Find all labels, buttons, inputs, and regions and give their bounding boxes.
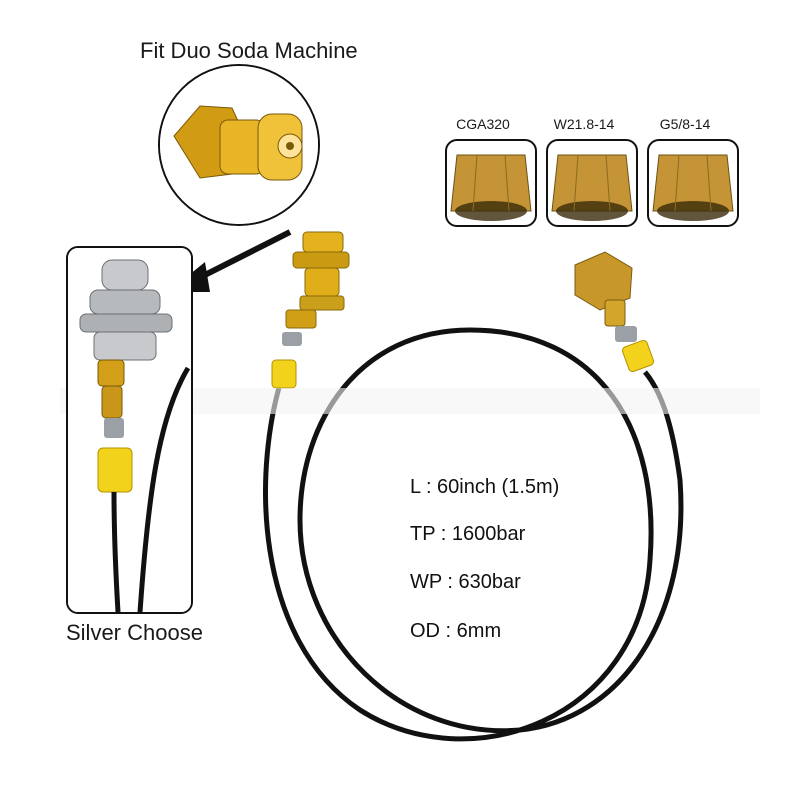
- arrow-line: [193, 229, 292, 283]
- gold-fitting-closeup: [160, 66, 318, 224]
- thread-label-g58: G5/8-14: [659, 116, 711, 132]
- thread-label-w21: W21.8-14: [553, 116, 615, 132]
- brass-nut-icon: [652, 154, 734, 221]
- thread-label-cga320: CGA320: [456, 116, 510, 132]
- silver-fitting-inset: [66, 246, 193, 614]
- fit-label: Fit Duo Soda Machine: [140, 38, 358, 63]
- thread-adapter-g58: [647, 139, 739, 227]
- spec-length: L : 60inch (1.5m): [410, 476, 560, 498]
- brass-nut-icon: [450, 154, 532, 221]
- silver-fitting-image: [68, 248, 191, 612]
- spec-test-pressure: TP : 1600bar: [410, 523, 526, 545]
- brass-nut-icon: [551, 154, 633, 221]
- duo-fitting-inset: [158, 64, 320, 226]
- thread-adapter-cga320: [445, 139, 537, 227]
- right-fitting: [574, 251, 655, 373]
- hose-loop: [263, 327, 684, 742]
- spec-outer-diameter: OD : 6mm: [410, 620, 502, 642]
- left-fitting: [271, 231, 350, 389]
- thread-adapter-w21: [546, 139, 638, 227]
- spec-working-pressure: WP : 630bar: [410, 571, 521, 593]
- silver-label: Silver Choose: [66, 620, 203, 645]
